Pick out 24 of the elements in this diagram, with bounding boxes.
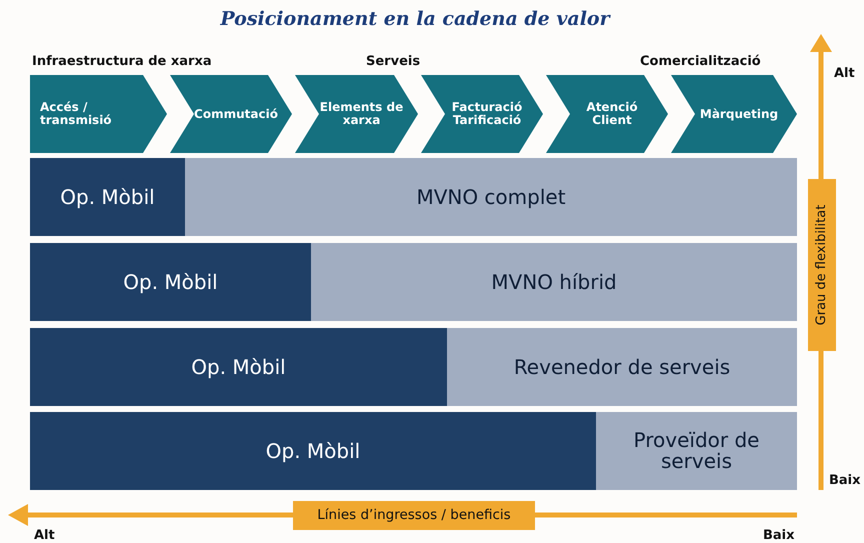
operator-segment: Op. Mòbil bbox=[30, 158, 185, 236]
axis-label-box: Grau de flexibilitat bbox=[808, 179, 836, 351]
operator-segment: Op. Mòbil bbox=[30, 328, 447, 406]
axis-end-label: Baix bbox=[763, 528, 795, 543]
value-chain-step: Atenció Client bbox=[546, 75, 668, 153]
section-heading: Serveis bbox=[366, 54, 420, 69]
operator-segment: Op. Mòbil bbox=[30, 243, 311, 321]
title: Posicionament en la cadena de valor bbox=[219, 8, 612, 30]
value-chain-step: Elements de xarxa bbox=[295, 75, 418, 153]
mvno-segment: Proveïdor de serveis bbox=[596, 412, 797, 490]
value-chain-step: Màrqueting bbox=[671, 75, 797, 153]
mvno-segment: MVNO complet bbox=[185, 158, 797, 236]
axis-end-label: Alt bbox=[834, 66, 855, 81]
axis-label-box: Línies d’ingressos / beneficis bbox=[293, 501, 535, 530]
value-chain-step: Facturació Tarificació bbox=[421, 75, 543, 153]
value-chain-step: Accés / transmisió bbox=[30, 75, 167, 153]
axis-end-label: Baix bbox=[829, 473, 861, 488]
section-heading: Infraestructura de xarxa bbox=[32, 54, 212, 69]
mvno-segment: MVNO híbrid bbox=[311, 243, 797, 321]
value-chain-step: Commutació bbox=[170, 75, 292, 153]
axis-end-label: Alt bbox=[34, 528, 55, 543]
section-heading: Comercialització bbox=[640, 54, 761, 69]
mvno-segment: Revenedor de serveis bbox=[447, 328, 797, 406]
operator-segment: Op. Mòbil bbox=[30, 412, 596, 490]
